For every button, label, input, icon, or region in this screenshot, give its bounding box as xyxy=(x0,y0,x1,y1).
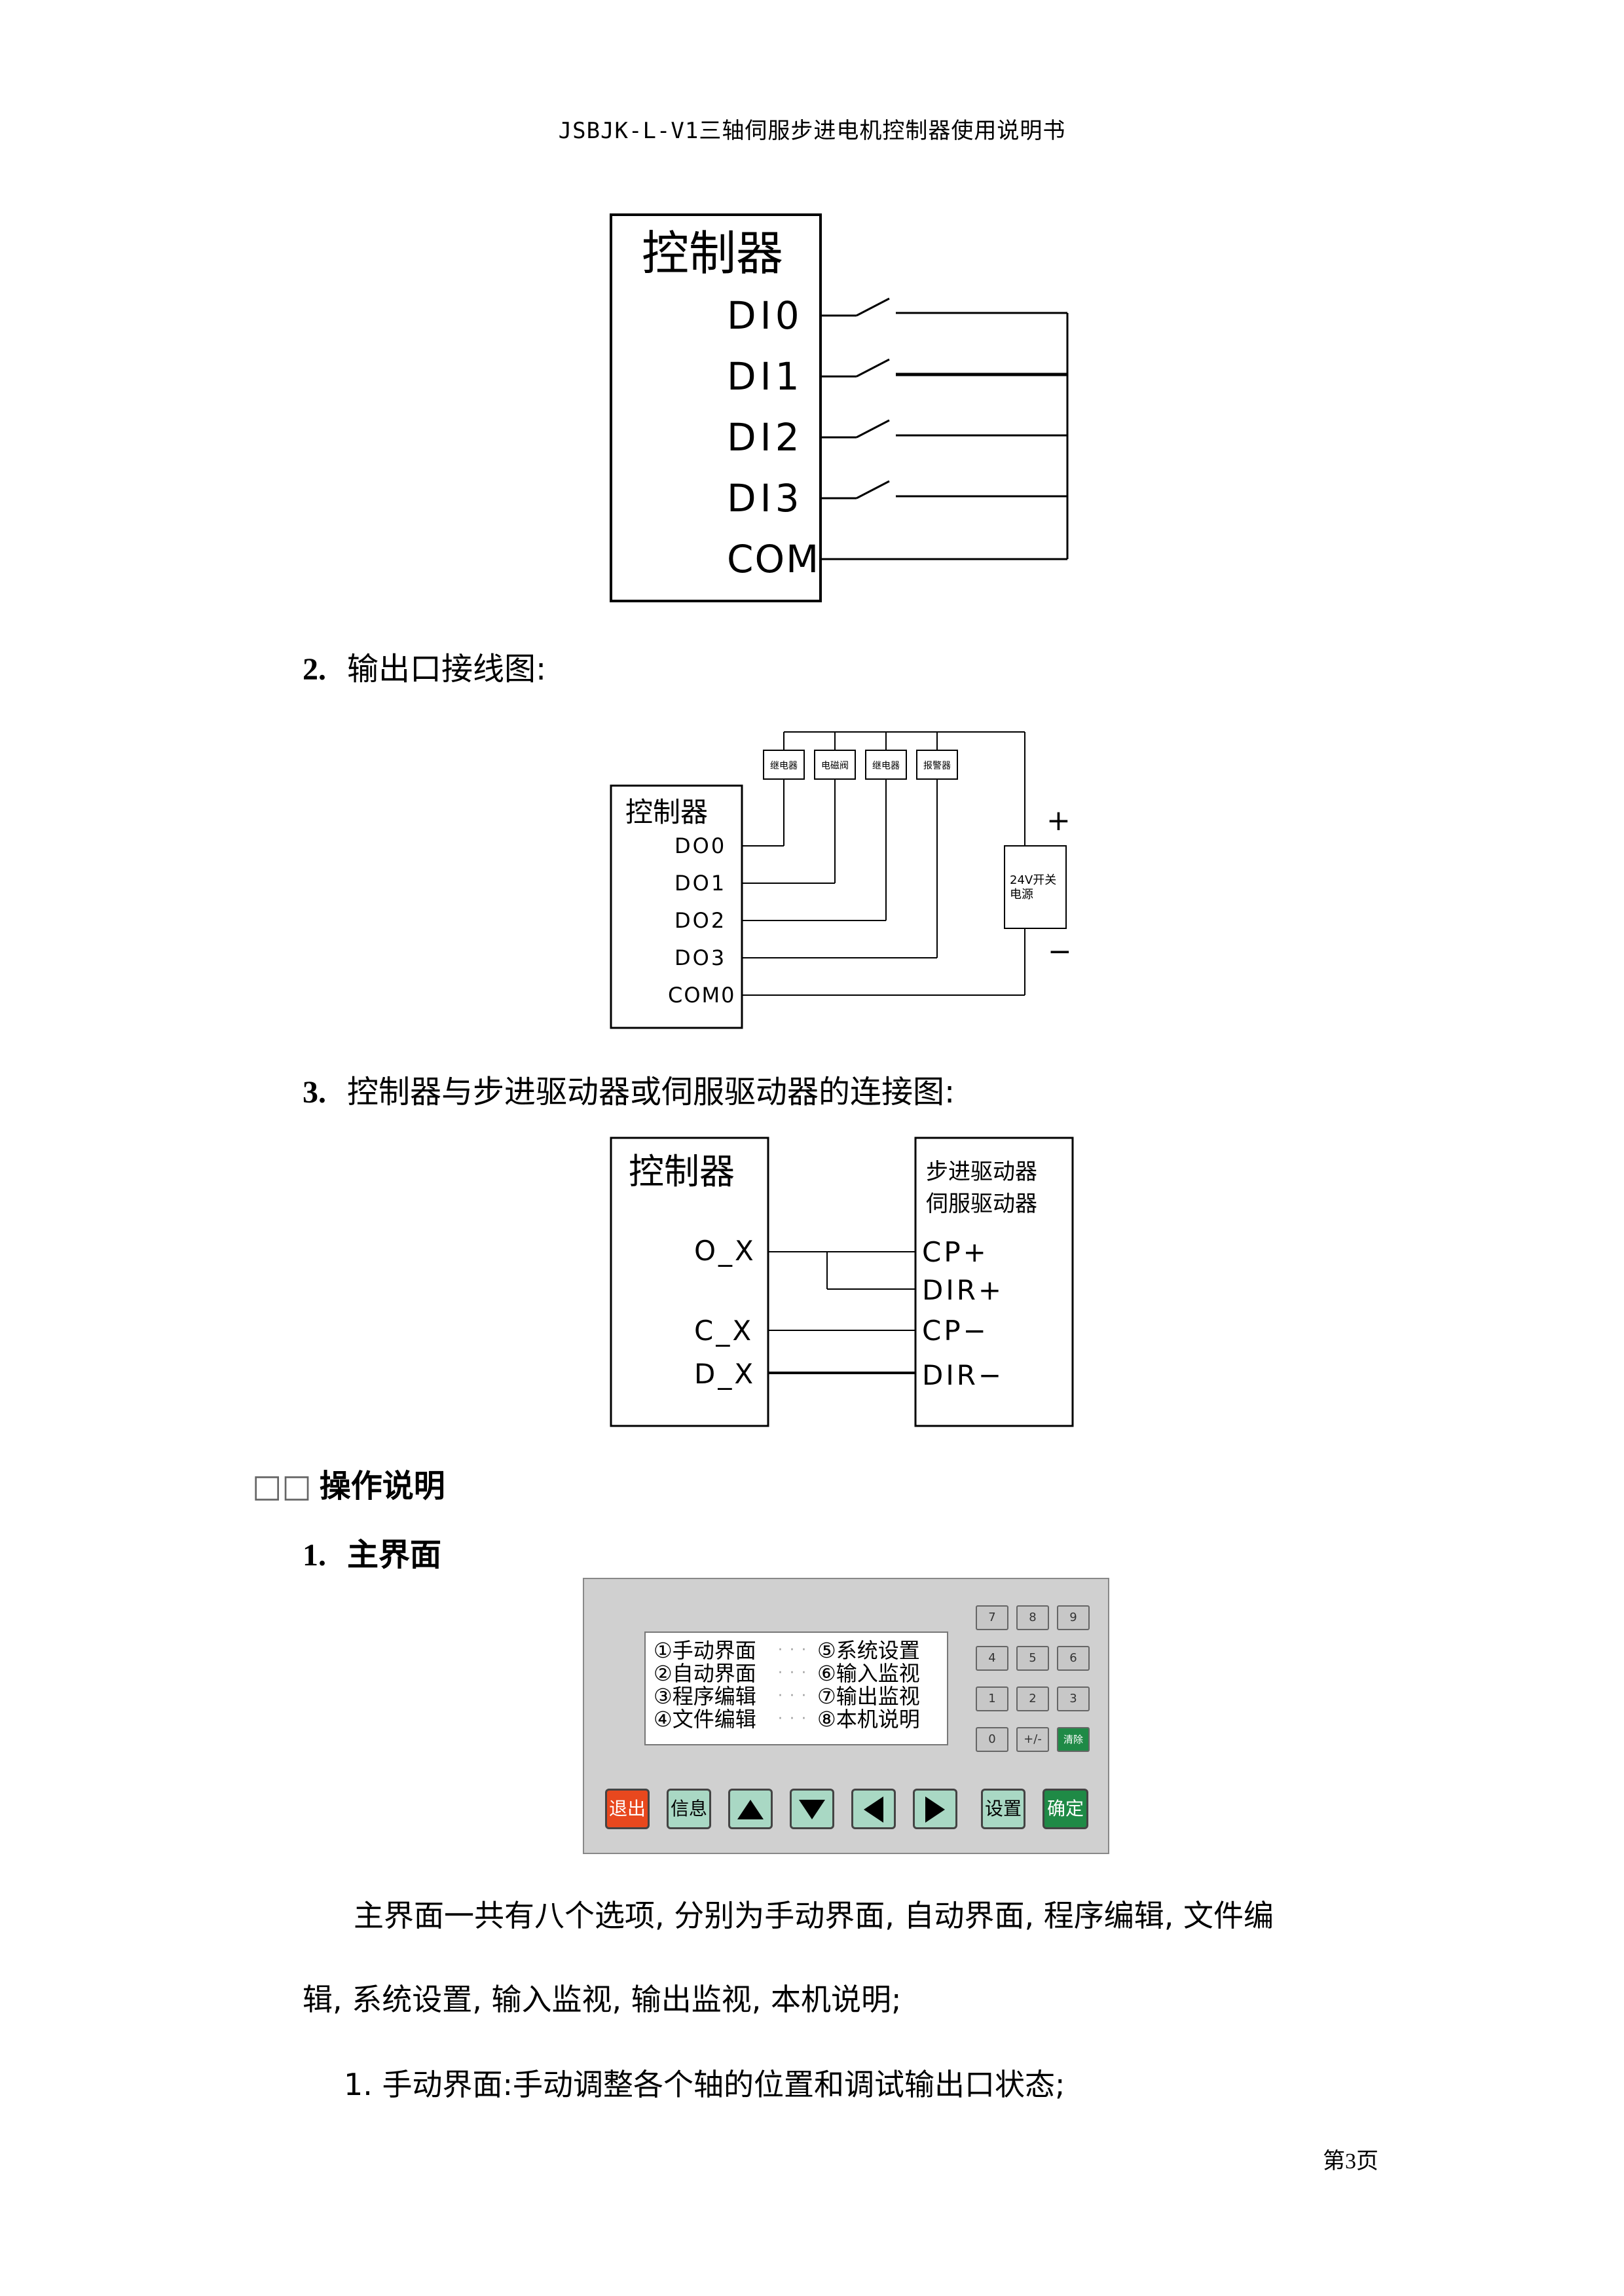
input-wiring-diagram: 控制器 DI0 DI1 DI2 DI3 COM xyxy=(610,213,1069,602)
up-key xyxy=(728,1789,773,1829)
menu-input-monitor: ⑥输入监视 xyxy=(817,1661,920,1686)
paragraph-line-1: 主界面一共有八个选项, 分别为手动界面, 自动界面, 程序编辑, 文件编 xyxy=(354,1898,1274,1933)
pin-com: COM xyxy=(727,537,820,581)
paragraph-line-2: 辑, 系统设置, 输入监视, 输出监视, 本机说明; xyxy=(303,1982,902,2017)
list-item-1: 1. 手动界面:手动调整各个轴的位置和调试输出口状态; xyxy=(344,2067,1065,2102)
key-8: 8 xyxy=(1016,1605,1049,1630)
arrow-right-icon xyxy=(925,1796,945,1823)
key-9: 9 xyxy=(1057,1605,1090,1630)
chapter-heading: □□ 操作说明 xyxy=(252,1460,445,1506)
pin-do3: DO3 xyxy=(674,945,726,970)
controller-label: 控制器 xyxy=(642,226,783,281)
load-relay-1: 继电器 xyxy=(770,761,798,771)
chapter-title: 操作说明 xyxy=(319,1468,445,1504)
driver-label-line1: 步进驱动器 xyxy=(926,1159,1037,1185)
output-wiring-diagram: 控制器 DO0 DO1 DO2 DO3 COM0 继电器 电磁阀 继电器 报警器… xyxy=(610,731,1072,1029)
pin-di3: DI3 xyxy=(727,476,803,520)
menu-file-edit: ④文件编辑 xyxy=(654,1707,756,1732)
section-title: 输出口接线图: xyxy=(347,651,547,687)
pin-di1: DI1 xyxy=(727,354,803,399)
key-2: 2 xyxy=(1016,1686,1049,1711)
pin-dir-plus: DIR+ xyxy=(922,1274,1004,1306)
controller-label: 控制器 xyxy=(629,1151,735,1192)
key-5: 5 xyxy=(1016,1646,1049,1671)
section-number: 1. xyxy=(303,1538,326,1573)
pin-do2: DO2 xyxy=(674,908,726,933)
pin-do1: DO1 xyxy=(674,871,726,896)
psu-plus: + xyxy=(1046,804,1071,837)
pin-o-x: O_X xyxy=(694,1235,756,1267)
load-solenoid: 电磁阀 xyxy=(821,761,849,771)
right-key xyxy=(913,1789,957,1829)
chapter-marker: □□ xyxy=(252,1468,312,1504)
ok-key: 确定 xyxy=(1043,1789,1088,1829)
controller-label: 控制器 xyxy=(625,796,708,828)
psu-label-line2: 电源 xyxy=(1010,888,1033,902)
key-1: 1 xyxy=(976,1686,1008,1711)
menu-manual: ①手动界面 xyxy=(654,1638,756,1663)
section-2-heading: 2. 输出口接线图: xyxy=(303,643,546,689)
key-7: 7 xyxy=(976,1605,1008,1630)
section-title: 控制器与步进驱动器或伺服驱动器的连接图: xyxy=(347,1074,955,1110)
lcd-screen: ①手动界面 ②自动界面 ③程序编辑 ④文件编辑 · · · · · · · · … xyxy=(644,1631,948,1745)
key-0: 0 xyxy=(976,1727,1008,1752)
output-wires xyxy=(742,731,1025,996)
menu-auto: ②自动界面 xyxy=(654,1661,756,1686)
section-3-heading: 3. 控制器与步进驱动器或伺服驱动器的连接图: xyxy=(303,1066,955,1112)
left-key xyxy=(851,1789,896,1829)
driver-label-line2: 伺服驱动器 xyxy=(926,1191,1037,1217)
pin-di0: DI0 xyxy=(727,293,803,338)
key-3: 3 xyxy=(1057,1686,1090,1711)
section-number: 2. xyxy=(303,652,326,687)
driver-connection-diagram: 控制器 步进驱动器 伺服驱动器 O_X C_X D_X CP+ DIR+ CP−… xyxy=(610,1137,1074,1427)
pin-cp-plus: CP+ xyxy=(922,1236,989,1268)
load-alarm: 报警器 xyxy=(923,761,951,771)
switch-wires xyxy=(821,297,1069,560)
key-clear: 清除 xyxy=(1057,1727,1090,1752)
key-4: 4 xyxy=(976,1646,1008,1671)
pin-c-x: C_X xyxy=(694,1315,754,1347)
control-panel-image: ①手动界面 ②自动界面 ③程序编辑 ④文件编辑 · · · · · · · · … xyxy=(583,1578,1109,1854)
document-header: JSBJK-L-V1三轴伺服步进电机控制器使用说明书 xyxy=(558,118,1066,144)
menu-program-edit: ③程序编辑 xyxy=(654,1684,756,1709)
section-number: 3. xyxy=(303,1075,326,1110)
exit-key: 退出 xyxy=(605,1789,650,1829)
arrow-up-icon xyxy=(737,1800,764,1819)
load-boxes xyxy=(763,750,958,780)
pin-dir-minus: DIR− xyxy=(922,1359,1004,1391)
settings-key: 设置 xyxy=(981,1789,1025,1829)
pin-do0: DO0 xyxy=(674,833,726,858)
pin-d-x: D_X xyxy=(694,1358,756,1390)
menu-system-settings: ⑤系统设置 xyxy=(817,1638,920,1663)
down-key xyxy=(790,1789,834,1829)
psu-label-line1: 24V开关 xyxy=(1010,873,1056,887)
key-6: 6 xyxy=(1057,1646,1090,1671)
menu-about: ⑧本机说明 xyxy=(817,1707,920,1732)
arrow-left-icon xyxy=(864,1796,883,1823)
driver-wires xyxy=(768,1251,915,1374)
pin-di2: DI2 xyxy=(727,415,803,460)
pin-com0: COM0 xyxy=(668,983,736,1008)
psu-minus: − xyxy=(1048,935,1072,968)
pin-cp-minus: CP− xyxy=(922,1315,989,1347)
section-main-heading: 1. 主界面 xyxy=(303,1529,441,1575)
load-relay-2: 继电器 xyxy=(872,761,900,771)
section-title: 主界面 xyxy=(347,1537,442,1573)
key-plus-minus: +/- xyxy=(1016,1727,1049,1752)
menu-output-monitor: ⑦输出监视 xyxy=(817,1684,920,1709)
page-number: 第3页 xyxy=(1323,2149,1378,2174)
arrow-down-icon xyxy=(799,1800,825,1819)
info-key: 信息 xyxy=(667,1789,711,1829)
